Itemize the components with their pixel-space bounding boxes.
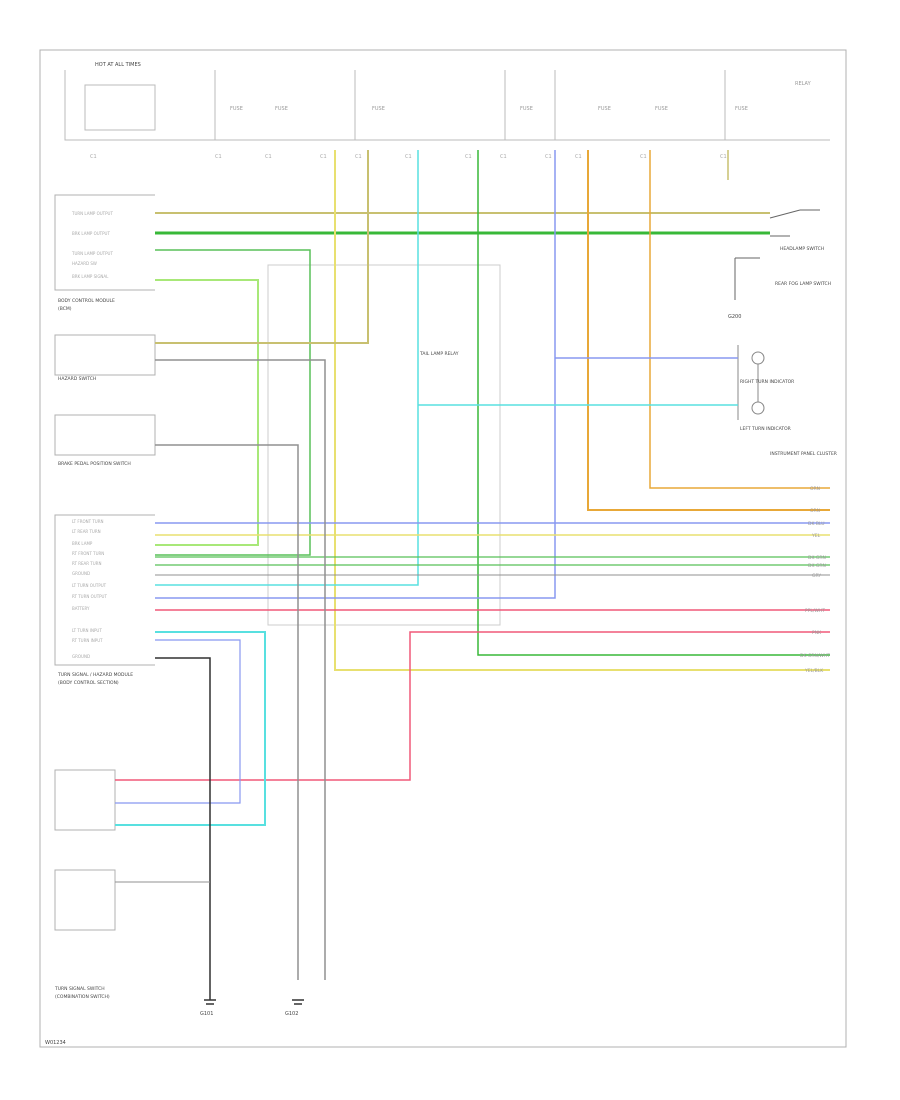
svg-text:BATTERY: BATTERY [72, 606, 90, 611]
left-module-sub: (BODY CONTROL SECTION) [58, 680, 119, 686]
wire-cyan-lower2 [115, 639, 241, 804]
terminal-labels: TURN LAMP OUTPUT BRK LAMP OUTPUT TURN LA… [71, 211, 113, 659]
fuse-block-title: HOT AT ALL TIMES [95, 62, 141, 68]
svg-text:FUSE: FUSE [275, 106, 288, 112]
svg-text:YEL: YEL [811, 533, 821, 539]
wire-cyan-vert [155, 150, 419, 586]
ground-g200-label: G200 [728, 314, 741, 320]
svg-text:C1: C1 [465, 154, 472, 160]
wire-orange-b [649, 150, 830, 489]
svg-text:FUSE: FUSE [598, 106, 611, 112]
tail-lamp-relay-label: TAIL LAMP RELAY [419, 351, 459, 357]
bcm-title: BODY CONTROL MODULE [58, 298, 115, 304]
svg-text:GROUND: GROUND [72, 654, 90, 659]
svg-text:FUSE: FUSE [372, 106, 385, 112]
hazard-switch-label: HAZARD SWITCH [58, 376, 96, 382]
headlamp-switch-label: HEADLAMP SWITCH [780, 246, 824, 252]
svg-text:GROUND: GROUND [72, 571, 90, 576]
svg-text:PPL/WHT: PPL/WHT [805, 608, 825, 614]
svg-text:FUSE: FUSE [655, 106, 668, 112]
svg-text:ORN: ORN [810, 508, 820, 514]
wire-orange-a [587, 150, 830, 511]
wire-yellow-main [334, 150, 830, 671]
svg-text:DK GRN/WHT: DK GRN/WHT [800, 653, 830, 659]
svg-text:C1: C1 [265, 154, 272, 160]
svg-text:TURN LAMP OUTPUT: TURN LAMP OUTPUT [71, 211, 113, 216]
svg-text:LT TURN INPUT: LT TURN INPUT [72, 628, 102, 633]
svg-text:PNK: PNK [812, 630, 822, 636]
svg-text:C1: C1 [720, 154, 727, 160]
svg-text:RELAY: RELAY [795, 81, 812, 87]
svg-text:C1: C1 [500, 154, 507, 160]
fuse-labels: FUSE FUSE FUSE FUSE FUSE FUSE FUSE RELAY [230, 81, 812, 112]
indicator-left-label: LEFT TURN INDICATOR [740, 426, 791, 432]
svg-text:RT REAR TURN: RT REAR TURN [72, 561, 101, 566]
wire-cyan-lower [115, 631, 266, 826]
ground-g102-label: G102 [285, 1011, 298, 1017]
wire-lightgreen-a [155, 279, 259, 546]
svg-text:LT FRONT TURN: LT FRONT TURN [72, 519, 103, 524]
svg-text:RT TURN OUTPUT: RT TURN OUTPUT [72, 594, 107, 599]
relay-box [267, 264, 501, 626]
diagram-border [39, 49, 847, 1048]
brake-switch-label: BRAKE PEDAL POSITION SWITCH [58, 461, 131, 467]
ground-g101-label: G101 [200, 1011, 213, 1017]
right-terminals: ORN ORN DK BLU YEL DK GRN DK GRN GRY PPL… [800, 486, 830, 674]
svg-text:FUSE: FUSE [230, 106, 243, 112]
svg-text:DK GRN: DK GRN [808, 555, 826, 561]
svg-text:C1: C1 [640, 154, 647, 160]
svg-text:YEL/BLK: YEL/BLK [804, 668, 824, 674]
wire-gray-b [155, 359, 326, 980]
headlamp-switch [734, 209, 820, 300]
svg-text:RT TURN INPUT: RT TURN INPUT [72, 638, 103, 643]
svg-text:C1: C1 [355, 154, 362, 160]
svg-text:DK GRN: DK GRN [808, 563, 826, 569]
wire-midgreen-a [155, 249, 311, 556]
footer-code: W01234 [45, 1040, 66, 1046]
wire-gray-c [155, 444, 299, 980]
ground-symbols [204, 999, 304, 1005]
svg-text:RT FRONT TURN: RT FRONT TURN [72, 551, 104, 556]
svg-text:DK BLU: DK BLU [808, 521, 825, 527]
wire-blue-vert [155, 150, 556, 599]
svg-text:LT REAR TURN: LT REAR TURN [72, 529, 101, 534]
rear-fog-switch-label: REAR FOG LAMP SWITCH [775, 281, 831, 287]
svg-text:GRY: GRY [812, 573, 821, 579]
svg-text:FUSE: FUSE [520, 106, 533, 112]
indicator-right-label: RIGHT TURN INDICATOR [740, 379, 794, 385]
left-module-outlines [54, 194, 156, 931]
svg-text:BRK LAMP SIGNAL: BRK LAMP SIGNAL [72, 274, 109, 279]
wire-pink-long [115, 631, 830, 781]
svg-text:C1: C1 [90, 154, 97, 160]
wire-black-a [155, 657, 211, 1000]
wire-olive-vert [155, 150, 369, 344]
turn-signal-switch-sub: (COMBINATION SWITCH) [55, 994, 110, 1000]
svg-text:C1: C1 [215, 154, 222, 160]
svg-text:C1: C1 [405, 154, 412, 160]
svg-text:LT TURN OUTPUT: LT TURN OUTPUT [72, 583, 107, 588]
left-module-title: TURN SIGNAL / HAZARD MODULE [57, 672, 133, 678]
svg-text:HAZARD SW: HAZARD SW [72, 261, 97, 266]
svg-text:ORN: ORN [810, 486, 820, 492]
turn-signal-switch-label: TURN SIGNAL SWITCH [54, 986, 105, 992]
svg-text:TURN LAMP OUTPUT: TURN LAMP OUTPUT [71, 251, 113, 256]
svg-text:C1: C1 [320, 154, 327, 160]
svg-text:BRK LAMP OUTPUT: BRK LAMP OUTPUT [72, 231, 110, 236]
fuse-block [64, 70, 830, 141]
svg-text:BRK LAMP: BRK LAMP [72, 541, 93, 546]
instrument-cluster-label: INSTRUMENT PANEL CLUSTER [770, 451, 837, 457]
wire-green-long [477, 150, 830, 656]
svg-text:C1: C1 [575, 154, 582, 160]
fuse-terminals: C1 C1 C1 C1 C1 C1 C1 C1 C1 C1 C1 C1 [90, 154, 727, 160]
bcm-sub: (BCM) [58, 306, 72, 312]
svg-text:FUSE: FUSE [735, 106, 748, 112]
svg-text:C1: C1 [545, 154, 552, 160]
